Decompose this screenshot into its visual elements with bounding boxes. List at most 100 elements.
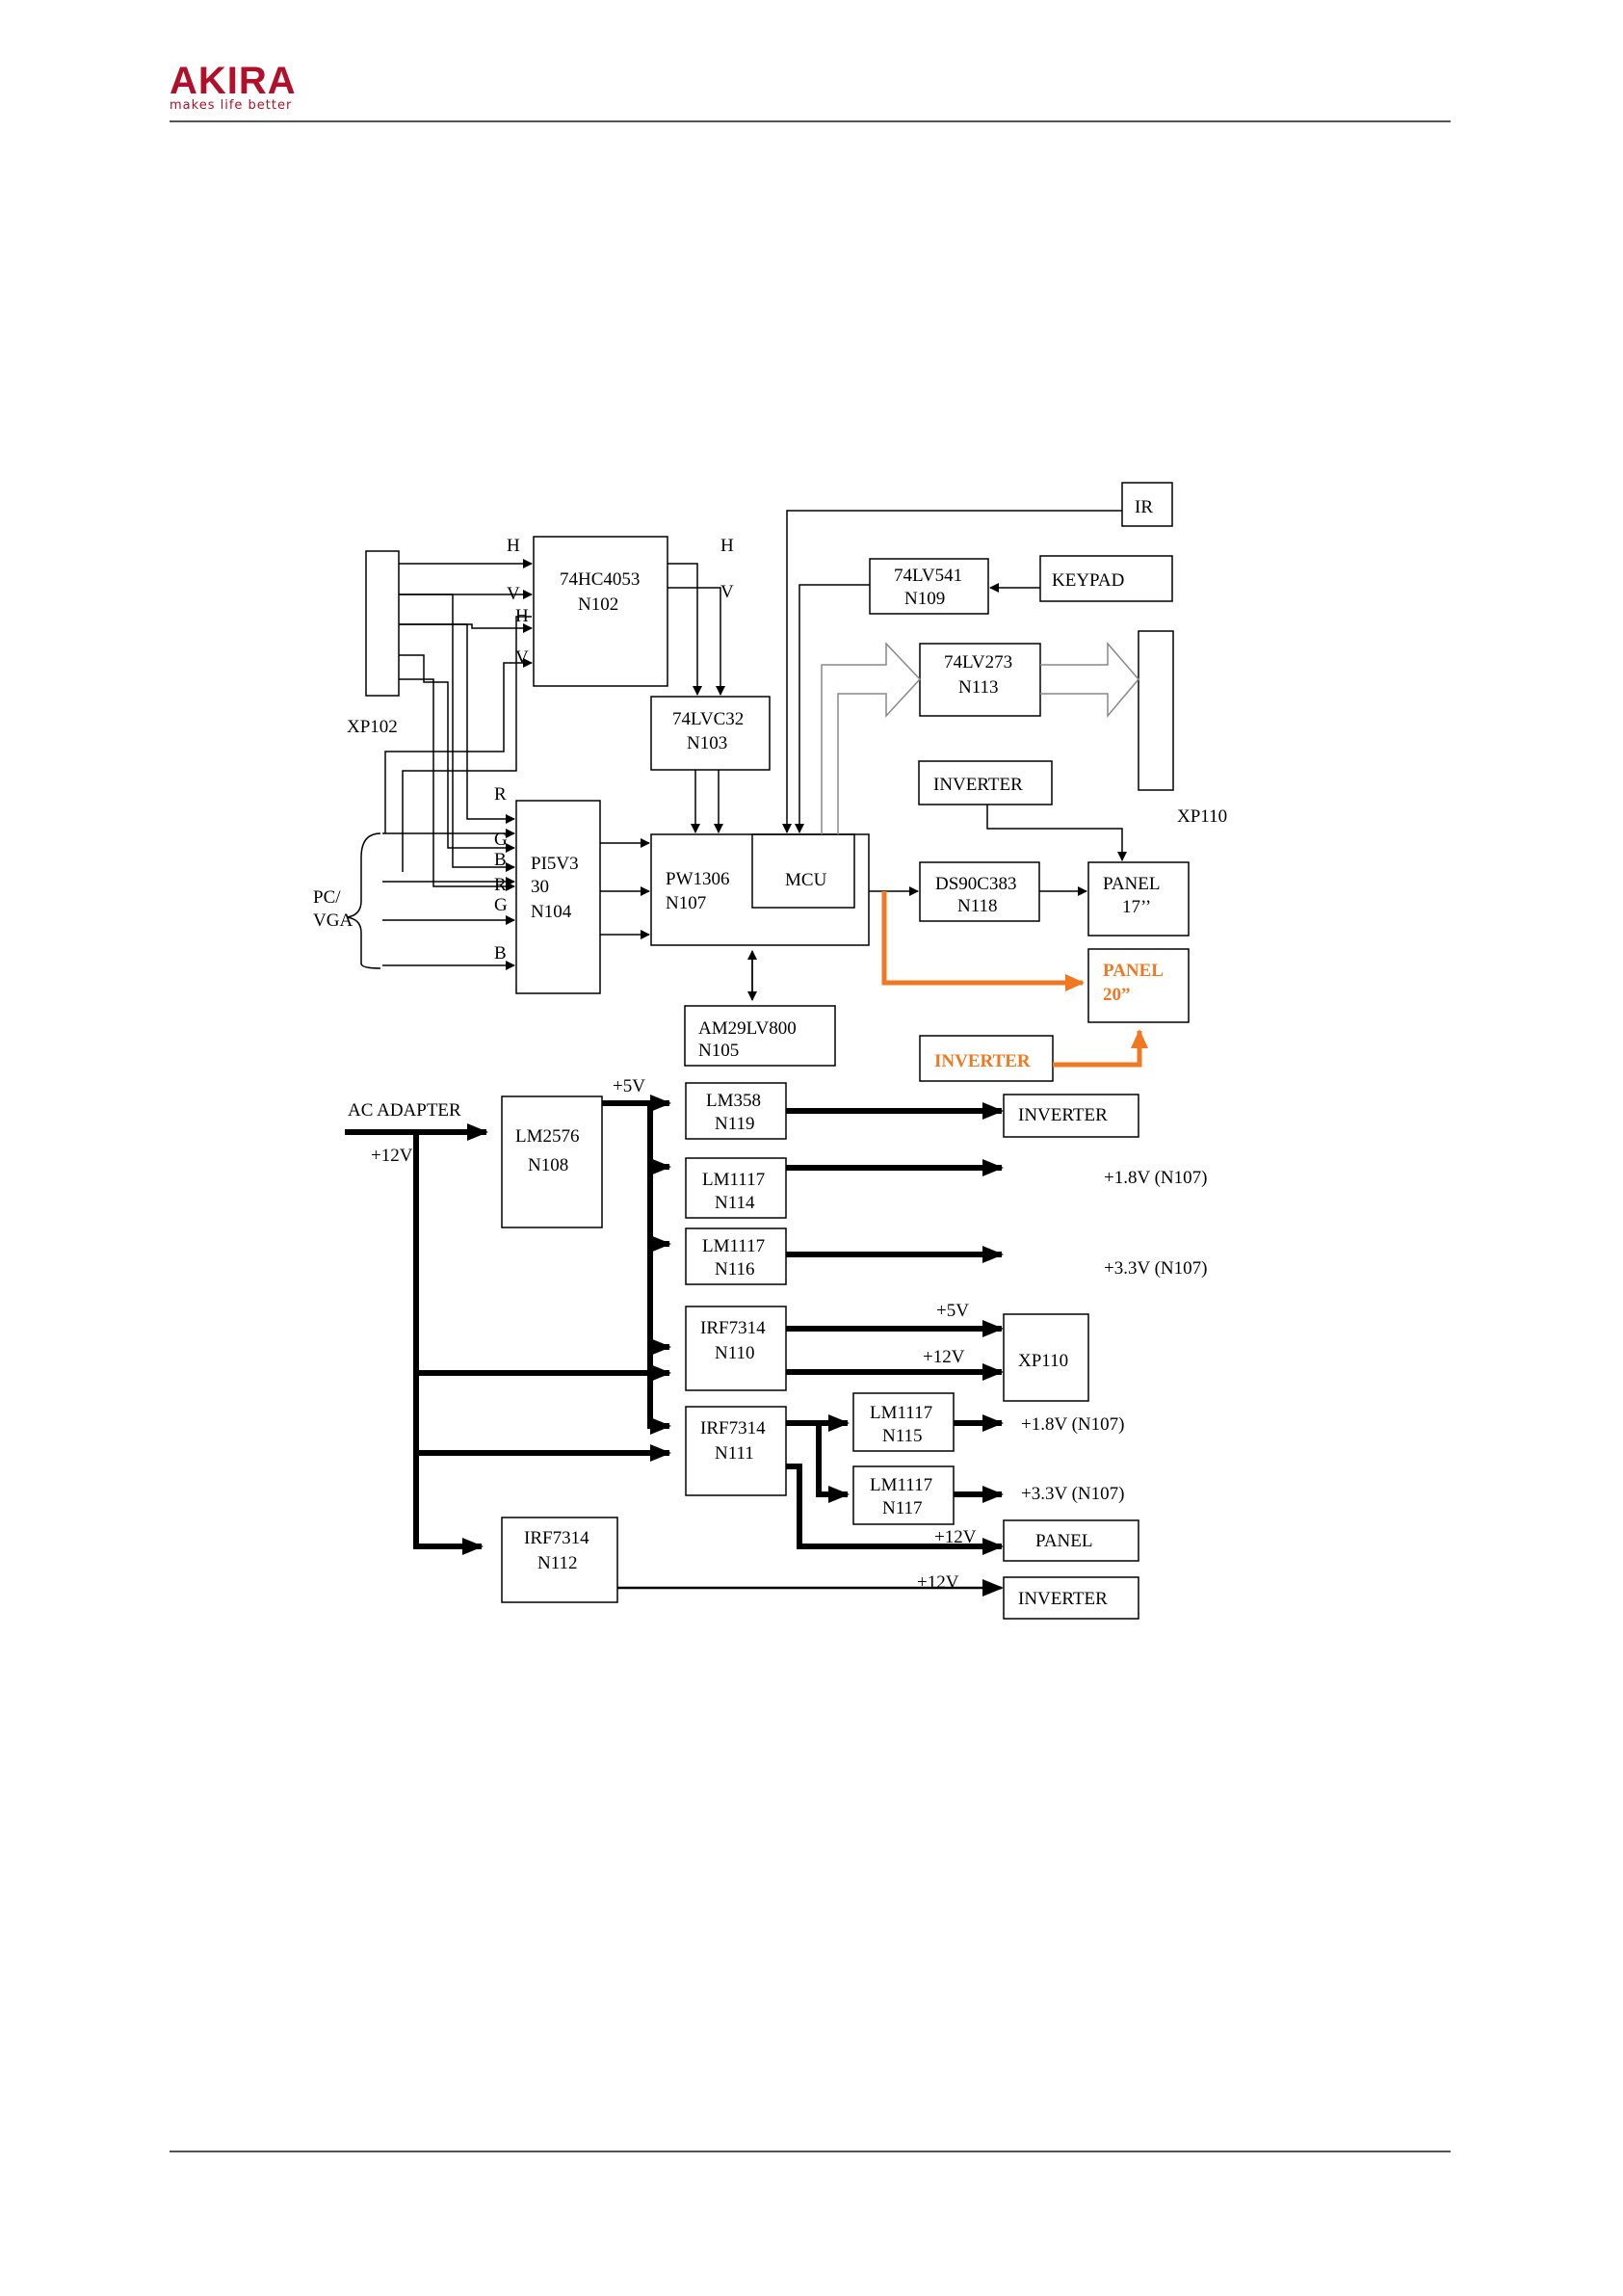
text-n119-a: LM358 xyxy=(706,1091,761,1111)
brand-name: AKIRA xyxy=(170,60,297,102)
text-xp110-box: XP110 xyxy=(1018,1351,1068,1371)
text-panel20-a: PANEL xyxy=(1103,961,1164,981)
text-panel17-b: 17’’ xyxy=(1122,897,1151,917)
text-inverter-1: INVERTER xyxy=(1018,1105,1108,1125)
block-n107 xyxy=(650,833,870,946)
text-n107-b: N107 xyxy=(666,893,706,913)
text-n109-a: 74LV541 xyxy=(894,566,962,586)
label-xp110: XP110 xyxy=(1177,806,1227,827)
text-n113-b: N113 xyxy=(958,677,999,698)
text-inverter-2: INVERTER xyxy=(1018,1589,1108,1609)
label-g2: G xyxy=(494,895,508,915)
block-n114 xyxy=(685,1157,787,1219)
label-b2: B xyxy=(494,943,507,963)
text-n117-b: N117 xyxy=(882,1498,923,1518)
text-n111-b: N111 xyxy=(715,1443,754,1464)
text-n114-b: N114 xyxy=(715,1193,755,1213)
block-ir xyxy=(1121,482,1173,527)
data-bus xyxy=(821,641,1139,834)
label-5v-xp: +5V xyxy=(936,1301,969,1321)
label-12v-xp: +12V xyxy=(923,1347,965,1367)
text-n104-b: 30 xyxy=(531,877,549,897)
text-inverter-top: INVERTER xyxy=(933,775,1023,795)
block-n110 xyxy=(685,1306,787,1391)
text-n104-a: PI5V3 xyxy=(531,854,579,874)
text-n107-a: PW1306 xyxy=(666,869,730,889)
label-v-out: V xyxy=(720,582,734,602)
text-n115-b: N115 xyxy=(882,1426,923,1446)
text-n104-c: N104 xyxy=(531,902,572,922)
text-n118-b: N118 xyxy=(957,896,998,916)
text-panel-bottom: PANEL xyxy=(1035,1531,1092,1551)
text-n108-a: LM2576 xyxy=(515,1126,580,1147)
label-33v-n117: +3.3V (N107) xyxy=(1021,1484,1124,1504)
block-mcu xyxy=(751,833,855,909)
akira-logo: AKIRA makes life better xyxy=(170,60,297,113)
text-n102-b: N102 xyxy=(578,594,618,615)
block-xp110 xyxy=(1003,1313,1089,1402)
text-n112-a: IRF7314 xyxy=(524,1528,589,1548)
text-n119-b: N119 xyxy=(715,1114,755,1134)
label-33v-n107: +3.3V (N107) xyxy=(1104,1258,1207,1279)
block-inverter-orange xyxy=(919,1035,1054,1082)
text-n116-a: LM1117 xyxy=(702,1236,765,1256)
label-h2: H xyxy=(515,606,529,626)
text-n105-b: N105 xyxy=(698,1041,739,1061)
label-xp102: XP102 xyxy=(347,717,398,737)
label-g: G xyxy=(494,830,508,850)
text-n116-b: N116 xyxy=(715,1259,755,1280)
text-n118-a: DS90C383 xyxy=(935,874,1016,894)
label-ac-adapter: AC ADAPTER xyxy=(348,1100,461,1121)
text-n105-a: AM29LV800 xyxy=(698,1018,797,1039)
bus-arrow-to-n113 xyxy=(821,642,922,834)
text-n109-b: N109 xyxy=(904,589,945,609)
label-h1: H xyxy=(507,536,520,556)
block-n104 xyxy=(515,800,601,994)
block-n112 xyxy=(501,1517,618,1603)
text-keypad: KEYPAD xyxy=(1052,570,1124,591)
orange-wires xyxy=(881,891,1148,1068)
label-18v-n115: +1.8V (N107) xyxy=(1021,1414,1124,1435)
label-r2: R xyxy=(494,875,507,895)
text-n115-a: LM1117 xyxy=(870,1403,932,1423)
label-v2: V xyxy=(515,647,529,668)
block-panel-20 xyxy=(1087,948,1190,1023)
text-mcu: MCU xyxy=(785,870,827,890)
text-n110-b: N110 xyxy=(715,1343,755,1363)
block-inverter-2 xyxy=(1003,1576,1139,1620)
header-rule xyxy=(170,120,1451,122)
text-panel17-a: PANEL xyxy=(1103,874,1160,894)
label-12v-inv: +12V xyxy=(917,1572,959,1593)
text-n103-b: N103 xyxy=(687,733,727,753)
text-n114-a: LM1117 xyxy=(702,1170,765,1190)
block-inverter-1 xyxy=(1003,1094,1139,1138)
block-n109 xyxy=(869,558,989,615)
label-r: R xyxy=(494,784,507,805)
text-n112-b: N112 xyxy=(537,1553,578,1573)
label-12v-in: +12V xyxy=(371,1146,413,1166)
block-n105 xyxy=(684,1005,836,1067)
xp110-connector xyxy=(1138,630,1174,791)
footer-rule xyxy=(170,2151,1451,2152)
label-18v-n107: +1.8V (N107) xyxy=(1104,1168,1207,1188)
text-n103-a: 74LVC32 xyxy=(672,709,744,729)
text-inverter-orange: INVERTER xyxy=(934,1051,1031,1071)
brand-tagline: makes life better xyxy=(170,98,293,113)
text-n117-a: LM1117 xyxy=(870,1475,932,1495)
label-h-out: H xyxy=(720,536,734,556)
label-5v-top: +5V xyxy=(613,1076,645,1096)
text-n102-a: 74HC4053 xyxy=(560,569,640,590)
block-n108 xyxy=(501,1095,603,1228)
text-n110-a: IRF7314 xyxy=(700,1318,766,1338)
text-ir: IR xyxy=(1135,497,1153,517)
block-n111 xyxy=(685,1406,787,1496)
text-panel20-b: 20” xyxy=(1103,985,1131,1005)
bus-arrow-to-xp110 xyxy=(1040,641,1139,719)
label-pc: PC/ xyxy=(313,887,341,908)
text-n111-a: IRF7314 xyxy=(700,1418,766,1438)
block-keypad xyxy=(1039,555,1173,602)
block-panel-17 xyxy=(1087,861,1190,937)
text-n108-b: N108 xyxy=(528,1155,568,1175)
